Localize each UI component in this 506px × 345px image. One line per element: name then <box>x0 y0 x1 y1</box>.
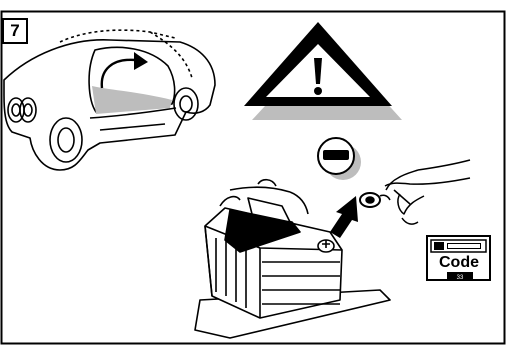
minus-terminal-icon <box>318 138 361 180</box>
hand-disconnect-icon <box>360 160 470 224</box>
car-trunk-open-icon <box>4 30 215 170</box>
step-number: 7 <box>2 18 28 44</box>
code-label: Code <box>431 254 487 272</box>
warning-triangle-icon <box>244 22 402 120</box>
code-sub-label: 33 <box>447 274 473 282</box>
direction-arrow <box>330 196 358 238</box>
